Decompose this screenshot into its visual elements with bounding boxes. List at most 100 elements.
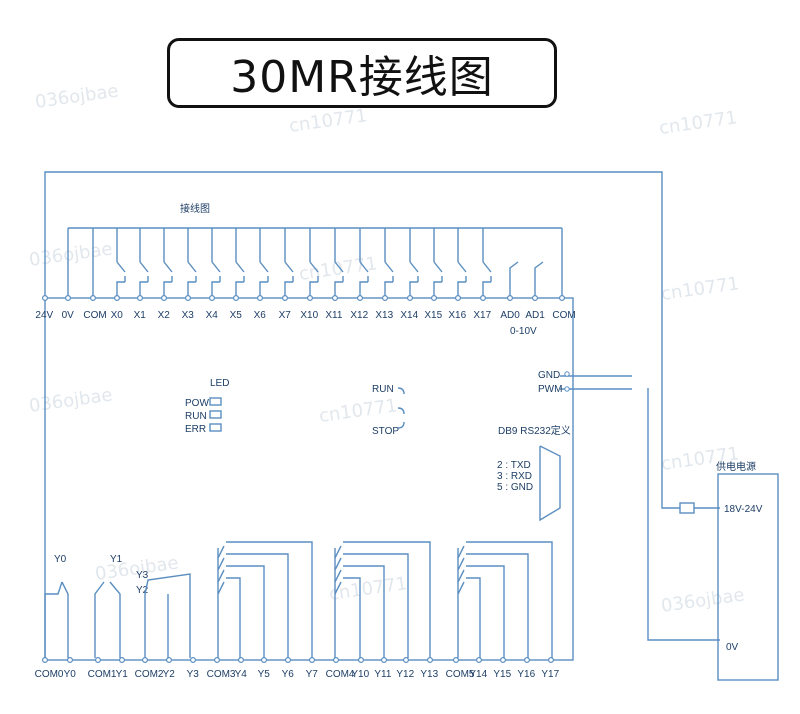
switch-to-terminal — [457, 281, 466, 296]
terminal-label: 24V — [35, 310, 53, 321]
db9-pin: 5 : GND — [497, 482, 533, 493]
bottom-terminal-label: Y4 — [235, 669, 248, 680]
power-supply-box — [717, 473, 779, 681]
relay-label: Y2 — [136, 585, 149, 596]
switch-blade — [211, 261, 221, 273]
ad0-wire — [509, 261, 519, 296]
bottom-terminal-label: Y15 — [493, 669, 511, 680]
relay-output-wire — [466, 553, 529, 658]
bottom-terminal — [403, 656, 410, 663]
terminal-x11 — [332, 295, 339, 302]
switch-to-terminal — [482, 281, 491, 296]
db9-title: DB9 RS232定义 — [498, 424, 571, 437]
switch-blade — [359, 261, 369, 273]
terminal-label: X12 — [350, 310, 368, 321]
bottom-terminal-label: Y6 — [282, 669, 295, 680]
terminal-x17 — [480, 295, 487, 302]
terminal-x0 — [113, 295, 120, 302]
terminal-0v — [64, 295, 71, 302]
db9-connector — [539, 445, 561, 522]
switch-to-terminal — [139, 281, 148, 296]
bottom-terminal-label: COM2 — [135, 669, 164, 680]
relay-label: Y3 — [136, 570, 149, 581]
terminal-x6 — [257, 295, 264, 302]
switch-to-terminal — [334, 281, 343, 296]
bottom-terminal — [214, 656, 221, 663]
relay-output-wire — [226, 541, 313, 658]
bottom-terminal-label: COM1 — [88, 669, 117, 680]
terminal-label: X17 — [473, 310, 491, 321]
switch-to-terminal — [259, 281, 268, 296]
terminal-label: X13 — [375, 310, 393, 321]
terminal-x10 — [307, 295, 314, 302]
bottom-terminal-label: Y5 — [258, 669, 271, 680]
terminal-label: AD0 — [500, 310, 520, 321]
bottom-terminal-label: Y7 — [306, 669, 319, 680]
switch-to-terminal — [359, 281, 368, 296]
switch-blade — [409, 261, 419, 273]
watermark: 036ojbae — [34, 80, 120, 112]
bottom-terminal-label: Y2 — [163, 669, 176, 680]
relay-contact — [217, 557, 225, 571]
relay-contact — [217, 545, 225, 559]
gnd-label: GND — [538, 370, 560, 381]
watermark: cn10771 — [658, 107, 739, 139]
switch-to-terminal — [187, 281, 196, 296]
terminal-label: X3 — [182, 310, 195, 321]
bottom-terminal-label: Y14 — [469, 669, 487, 680]
bottom-terminal — [358, 656, 365, 663]
terminal-label: X0 — [111, 310, 124, 321]
relay-y2-y3 — [144, 573, 191, 658]
power-title: 供电电源 — [716, 460, 756, 473]
terminal-label: COM — [552, 310, 575, 321]
bottom-terminal — [118, 656, 125, 663]
terminal-x16 — [455, 295, 462, 302]
analog-range-label: 0-10V — [510, 326, 537, 337]
relay-y0-b — [61, 581, 69, 658]
terminal-ad0 — [507, 295, 514, 302]
terminal-label: X6 — [254, 310, 267, 321]
bottom-terminal-label: COM0 — [35, 669, 64, 680]
bottom-terminal-label: Y3 — [187, 669, 200, 680]
terminal-label: 0V — [62, 310, 75, 321]
switch-to-terminal — [116, 281, 125, 296]
terminal-x12 — [357, 295, 364, 302]
watermark: cn10771 — [328, 573, 409, 605]
switch-blade — [384, 261, 394, 273]
switch-blade — [309, 261, 319, 273]
bottom-terminal — [94, 656, 101, 663]
run-stop-switch — [397, 387, 405, 429]
bottom-terminal-label: Y10 — [351, 669, 369, 680]
bottom-terminal — [261, 656, 268, 663]
switch-blade — [139, 261, 149, 273]
switch-blade — [259, 261, 269, 273]
power-voltage: 18V-24V — [724, 504, 763, 515]
terminal-x15 — [431, 295, 438, 302]
run-label: RUN — [372, 384, 394, 395]
bottom-terminal — [523, 656, 530, 663]
bottom-terminal — [190, 656, 197, 663]
relay-contact — [217, 581, 225, 595]
terminal-label: X5 — [230, 310, 243, 321]
pwm-pin — [564, 386, 570, 392]
relay-contact — [217, 569, 225, 583]
db9-pin: 2 : TXD — [497, 460, 531, 471]
terminal-x7 — [282, 295, 289, 302]
terminal-label: X10 — [300, 310, 318, 321]
relay-y0 — [44, 581, 63, 658]
terminal-com — [89, 295, 96, 302]
bottom-terminal — [66, 656, 73, 663]
switch-blade — [433, 261, 443, 273]
bottom-terminal — [427, 656, 434, 663]
watermark: 036ojbae — [660, 584, 746, 616]
terminal-x3 — [185, 295, 192, 302]
relay-contact — [334, 545, 342, 559]
relay-label: Y0 — [54, 554, 67, 565]
fuse — [679, 502, 695, 514]
bottom-terminal — [166, 656, 173, 663]
relay-output-wire — [226, 577, 241, 658]
terminal-label: AD1 — [525, 310, 545, 321]
terminal-label: X11 — [325, 310, 342, 321]
relay-contact — [334, 569, 342, 583]
